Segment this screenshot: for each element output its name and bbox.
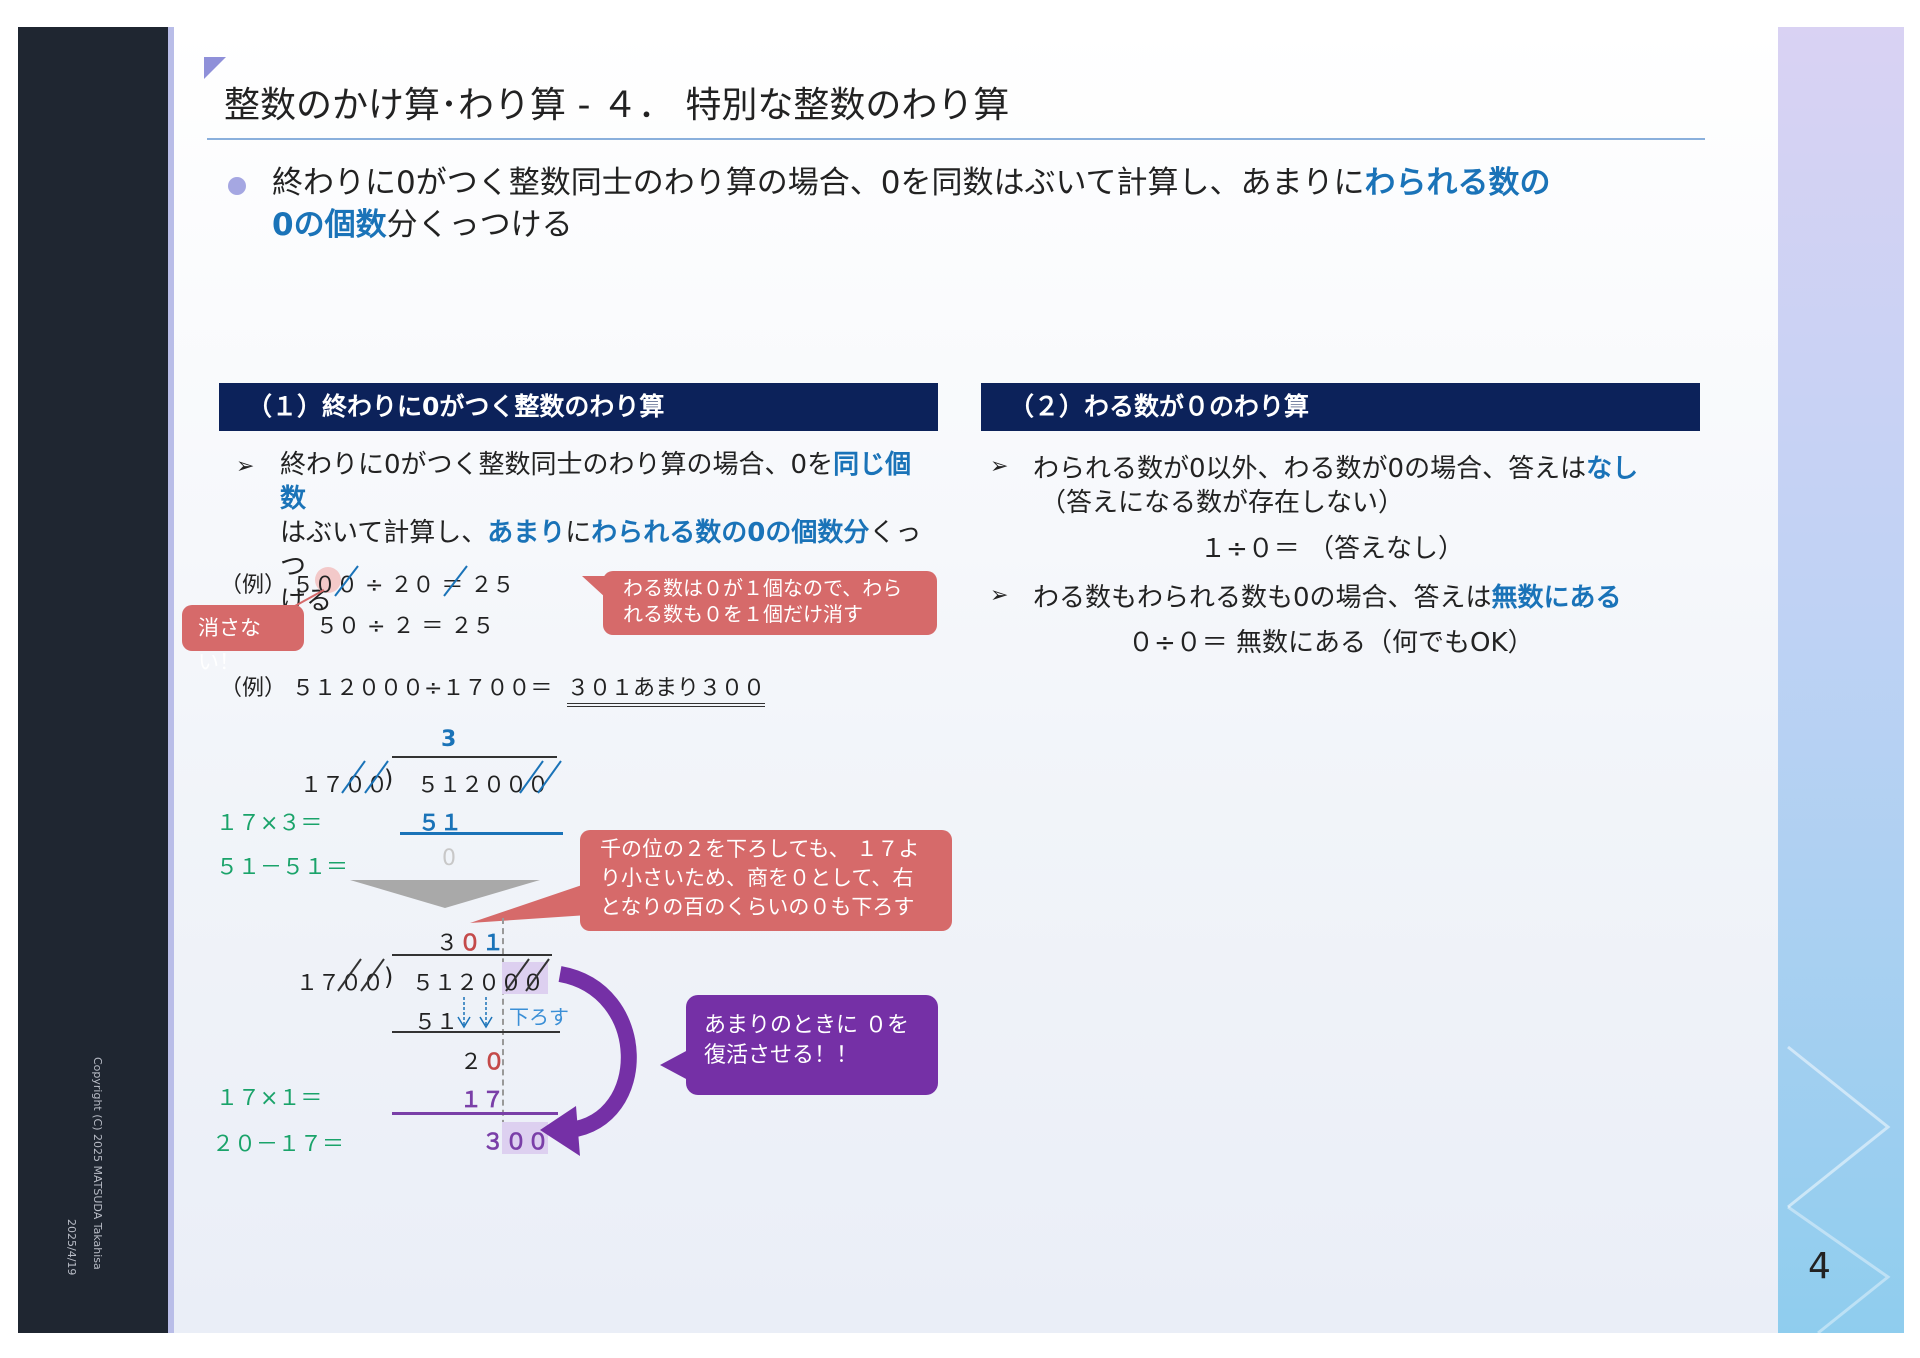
ld1-divisor: １７００ (300, 773, 389, 798)
lead-line1-highlight: わられる数の (1364, 165, 1551, 201)
ld2-sub-label: ２０－１７＝ (212, 1132, 345, 1157)
ld1-bracket: ) (384, 765, 394, 793)
ld1-dividend: ５１２０００ (417, 773, 550, 798)
ld2-sub-line2 (392, 1112, 558, 1115)
s1-bullet-hl1: 同じ個数 (280, 450, 912, 514)
s1-bullet-c: に (565, 518, 592, 548)
s1-bullet-d: くっつ (280, 518, 922, 582)
ld2-quotient-c: １ (482, 931, 505, 956)
ld1-strike-marks (341, 760, 562, 794)
thousands-callout: 千の位の２を下ろしても、 １７より小さいため、商を０として、右となりの百のくらい… (580, 830, 952, 931)
section2-header: （２）わる数が０のわり算 (981, 383, 1700, 431)
ld2-partial-a: ２ (460, 1050, 483, 1075)
left-sidebar-bar (18, 27, 168, 1333)
revive-curved-arrow-icon (540, 966, 637, 1156)
ld2-product: ５１ (414, 1010, 459, 1035)
ex2-answer: ３０１あまり３００ (567, 670, 766, 707)
thousands-callout-pointer (470, 885, 588, 923)
section1-bullet-text: 終わりに0がつく整数同士のわり算の場合、0を同じ個数 はぶいて計算し、あまりにわ… (280, 448, 930, 618)
bring-down-arrows-icon (457, 997, 493, 1029)
ld2-dividend: ５１２０００ (412, 971, 545, 996)
ld2-strike-marks (337, 958, 550, 992)
ld2-bring-down-label: 下ろす (509, 1005, 569, 1029)
revive-callout-pointer (660, 1050, 688, 1080)
ld2-rem-zero-highlight (502, 1122, 548, 1154)
slide-main-area (174, 27, 1778, 1333)
s1-bullet-hl2: あまり (487, 518, 566, 548)
ex1-keep-zero-highlight (315, 567, 341, 593)
ld2-sub-line1 (392, 1031, 560, 1033)
ld1-product: ５１ (418, 811, 463, 836)
date-text: 2025/4/19 (65, 1219, 78, 1276)
down-transition-arrow-icon (350, 880, 540, 908)
section2-bullet2: わる数もわられる数も0の場合、答えは無数にある (1033, 577, 1622, 614)
ld2-bracket: ) (384, 963, 394, 991)
s1-bullet-a: 終わりに0がつく整数同士のわり算の場合、0を (280, 450, 834, 480)
copyright-text: Copyright (C) 2025 MATSUDA Takahisa (91, 1057, 104, 1270)
ld1-step-label: １７×３＝ (216, 811, 323, 836)
ex2-expression: ５１２０００÷１７００＝ (292, 676, 553, 701)
lead-line2-highlight: 0の個数 (272, 207, 387, 243)
section2-bullet1-arrow-icon: ➢ (990, 454, 1009, 479)
lead-line1-prefix: 終わりに0がつく整数同士のわり算の場合、0を同数はぶいて計算し、あまりに (272, 165, 1365, 201)
revive-callout: あまりのときに ０を復活させる！！ (686, 995, 938, 1095)
section1-header: （１）終わりに0がつく整数のわり算 (219, 383, 938, 431)
ex1-keep-callout: 消さない！ (182, 605, 304, 674)
ld2-quotient-b: ０ (459, 931, 482, 956)
ld2-zero-highlight (502, 962, 548, 994)
s1-bullet-b: はぶいて計算し、 (280, 518, 488, 548)
section2-bullet1-sub: （答えになる数が存在しない） (1040, 488, 1405, 518)
page-number: 4 (1808, 1246, 1831, 1287)
ex1-strike-marks (334, 565, 468, 597)
ld1-remainder: 0 (442, 846, 456, 871)
ld2-partial-b: ０ (483, 1050, 506, 1075)
section2-bullet1: わられる数が0以外、わる数が0の場合、答えはなし (1033, 448, 1638, 485)
s1-bullet-hl3: わられる数の0の個数分 (591, 518, 870, 548)
ld2-divisor: １７００ (296, 971, 385, 996)
title-underline (207, 138, 1705, 140)
lead-text: 終わりに0がつく整数同士のわり算の場合、0を同数はぶいて計算し、あまりにわられる… (272, 162, 1551, 246)
ld2-rem-a: ３ (482, 1130, 505, 1155)
ld1-sub-label: ５１－５１＝ (216, 855, 349, 880)
ld2-vinculum (392, 954, 552, 956)
lead-bullet-dot (228, 177, 246, 195)
right-decoration-panel (1778, 27, 1904, 1333)
section2-expr1: １÷０＝ （答えなし） (1200, 534, 1465, 564)
ld1-subtraction-line (400, 832, 563, 835)
ex1-main-callout: わる数は０が１個なので、わられる数も０を１個だけ消す (603, 571, 937, 635)
ld1-vinculum (392, 756, 557, 758)
s2-b2-text: わる数もわられる数も0の場合、答えは (1033, 583, 1492, 613)
ex1-keep-callout-pointer (283, 589, 325, 613)
section1-bullet-arrow-icon: ➢ (236, 454, 255, 479)
ld1-quotient: 3 (441, 727, 457, 752)
ex1-line1: ５００ ÷ ２０ ＝ ２５ (292, 573, 515, 598)
ld2-product2: １７ (460, 1088, 505, 1113)
page-title: 整数のかけ算･わり算 - ４． 特別な整数のわり算 (224, 85, 1010, 126)
left-accent-stripe (168, 27, 174, 1333)
section2-bullet2-arrow-icon: ➢ (990, 583, 1009, 608)
ld2-quotient-a: ３ (436, 931, 459, 956)
ld2-rem-b: ００ (505, 1130, 550, 1155)
s2-b1-text: わられる数が0以外、わる数が0の場合、答えは (1033, 454, 1587, 484)
chevron-decoration-icon (1787, 1045, 1891, 1333)
ex1-label: （例） (220, 573, 287, 598)
title-corner-triangle (204, 57, 226, 79)
ex1-main-callout-pointer (582, 576, 606, 598)
ex2-label: （例） (220, 676, 287, 701)
slide: Copyright (C) 2025 MATSUDA Takahisa 2025… (18, 27, 1904, 1333)
lead-line2-suffix: 分くっつける (386, 207, 573, 243)
s2-b2-highlight: 無数にある (1491, 583, 1622, 613)
ld2-step-label: １７×１＝ (216, 1086, 323, 1111)
ex1-line2: ５０ ÷ ２ ＝ ２５ (316, 614, 495, 639)
section2-expr2: ０÷０＝ 無数にある（何でもOK） (1128, 628, 1534, 658)
s2-b1-highlight: なし (1586, 454, 1639, 484)
